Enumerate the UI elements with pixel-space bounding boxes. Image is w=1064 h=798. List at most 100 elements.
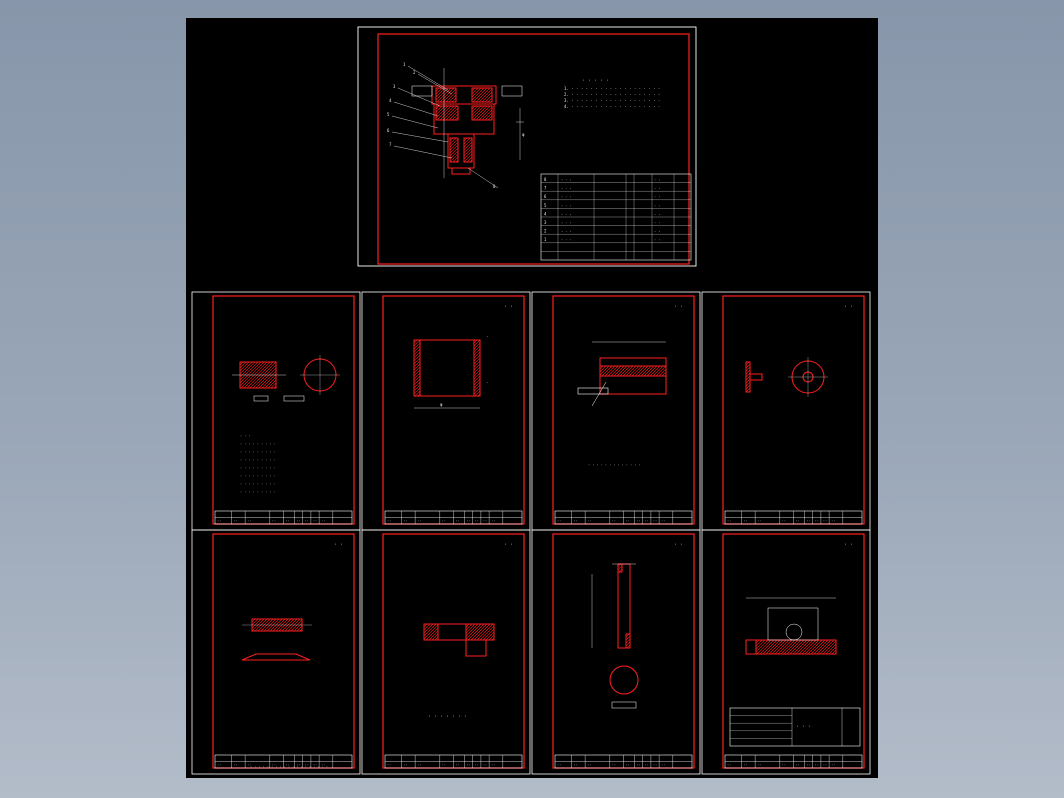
svg-text:· · · · · · · · ·: · · · · · · · · · xyxy=(240,474,276,478)
technical-requirements: · · · · ·1. · · · · · · · · · · · · · · … xyxy=(564,78,660,109)
svg-text:· · ·: · · · xyxy=(561,178,572,182)
part-view: · · · · · · · xyxy=(423,623,495,720)
svg-text:2: 2 xyxy=(544,229,547,234)
sheet-part-8: ··················· ·· · · xyxy=(701,529,871,775)
sheet-part-7: ··················· · xyxy=(531,529,701,775)
svg-text:· ·: · · xyxy=(654,238,660,242)
svg-text:2: 2 xyxy=(413,70,416,75)
svg-text:··: ·· xyxy=(296,519,300,523)
section-hatch xyxy=(463,137,473,163)
svg-text:··: ·· xyxy=(321,763,325,767)
svg-text:4: 4 xyxy=(389,98,392,103)
svg-text:··: ·· xyxy=(247,763,251,767)
drawing-frame xyxy=(212,295,355,525)
section-hatch xyxy=(423,623,439,641)
svg-text:· · · · · · · · ·: · · · · · · · · · xyxy=(240,482,276,486)
svg-text:1: 1 xyxy=(403,62,406,67)
svg-text:··: ·· xyxy=(612,763,616,767)
svg-text:· · ·: · · · xyxy=(561,238,572,242)
svg-text:··: ·· xyxy=(305,519,309,523)
section-hatch xyxy=(599,365,667,377)
title-block: ·················· xyxy=(724,754,863,769)
svg-text:· · · · · · · · ·: · · · · · · · · · xyxy=(240,490,276,494)
svg-text:· · ·: · · · xyxy=(561,204,572,208)
part-view xyxy=(591,563,639,709)
sheet-part-2: ··················· ·φ·· xyxy=(361,291,531,531)
sheet-border xyxy=(361,529,531,775)
svg-text:·: · xyxy=(486,380,488,385)
svg-text:··: ·· xyxy=(587,519,591,523)
svg-text:··: ·· xyxy=(233,763,237,767)
svg-text:4. · · · · · · · · · · · · · ·: 4. · · · · · · · · · · · · · · · · · · · xyxy=(564,104,660,109)
svg-text:··: ·· xyxy=(815,519,819,523)
part-view xyxy=(745,357,828,397)
sheet-border xyxy=(701,291,871,531)
svg-text:· ·: · · xyxy=(654,212,660,216)
section-hatch xyxy=(465,623,495,641)
svg-text:··: ·· xyxy=(483,519,487,523)
section-hatch xyxy=(471,87,493,103)
section-hatch xyxy=(625,633,631,649)
svg-text:· · · · · · · · · · · · · · ·: · · · · · · · · · · · · · · · · · · · xyxy=(250,765,328,769)
svg-text:· · ·: · · · xyxy=(240,434,251,438)
svg-text:3: 3 xyxy=(544,220,547,225)
svg-text:··: ·· xyxy=(456,763,460,767)
title-block: ·················· xyxy=(384,754,523,769)
svg-text:··: ·· xyxy=(757,763,761,767)
svg-text:··: ·· xyxy=(661,519,665,523)
svg-text:··: ·· xyxy=(645,763,649,767)
part-view xyxy=(745,597,837,655)
svg-text:··: ·· xyxy=(626,519,630,523)
part-view: · · · · · · · · · · · · · · · · · · · · · ·… xyxy=(232,355,340,494)
svg-text:··: ·· xyxy=(417,519,421,523)
svg-text:· · ·: · · · xyxy=(561,221,572,225)
svg-text:··: ·· xyxy=(296,763,300,767)
svg-text:··: ·· xyxy=(782,763,786,767)
svg-text:··: ·· xyxy=(417,763,421,767)
svg-text:··: ·· xyxy=(475,519,479,523)
sheet-border xyxy=(531,529,701,775)
sheet-border xyxy=(531,291,701,531)
svg-text:··: ·· xyxy=(796,519,800,523)
svg-text:··: ·· xyxy=(466,763,470,767)
svg-text:··: ·· xyxy=(831,763,835,767)
svg-text:· ·: · · xyxy=(654,178,660,182)
drawing-frame xyxy=(722,533,865,769)
svg-text:··: ·· xyxy=(653,763,657,767)
part-view: · · · · · · · · · · · · · xyxy=(577,341,667,467)
title-block: ·················· xyxy=(554,754,693,769)
svg-text:6: 6 xyxy=(387,128,390,133)
svg-text:··: ·· xyxy=(831,519,835,523)
drawing-frame xyxy=(722,295,865,525)
section-hatch xyxy=(449,137,459,163)
svg-text:··: ·· xyxy=(587,763,591,767)
svg-text:· ·: · · xyxy=(654,195,660,199)
svg-text:··: ·· xyxy=(573,763,577,767)
svg-text:φ: φ xyxy=(522,132,525,137)
general-title-block: · · · xyxy=(729,707,861,747)
sheet-part-6: ··················· ·· · · · · · · xyxy=(361,529,531,775)
roughness-mark: · · xyxy=(844,542,853,548)
svg-text:··: ·· xyxy=(217,519,221,523)
svg-text:··: ·· xyxy=(387,763,391,767)
svg-text:· ·: · · xyxy=(654,221,660,225)
svg-text:··: ·· xyxy=(217,763,221,767)
drawing-frame xyxy=(382,533,525,769)
part-view: · · · · · · · · · · · · · · · · · · · xyxy=(241,618,328,769)
svg-text:··: ·· xyxy=(743,519,747,523)
section-hatch xyxy=(473,339,481,397)
section-hatch xyxy=(755,639,837,655)
svg-text:5: 5 xyxy=(544,203,547,208)
svg-text:1: 1 xyxy=(544,237,547,242)
svg-text:··: ·· xyxy=(247,519,251,523)
section-hatch xyxy=(745,361,751,393)
svg-text:· · · · · · · · ·: · · · · · · · · · xyxy=(240,442,276,446)
svg-text:··: ·· xyxy=(491,519,495,523)
svg-text:··: ·· xyxy=(286,519,290,523)
part-view: φ·· xyxy=(413,334,488,409)
svg-text:··: ·· xyxy=(442,519,446,523)
svg-text:··: ·· xyxy=(806,519,810,523)
